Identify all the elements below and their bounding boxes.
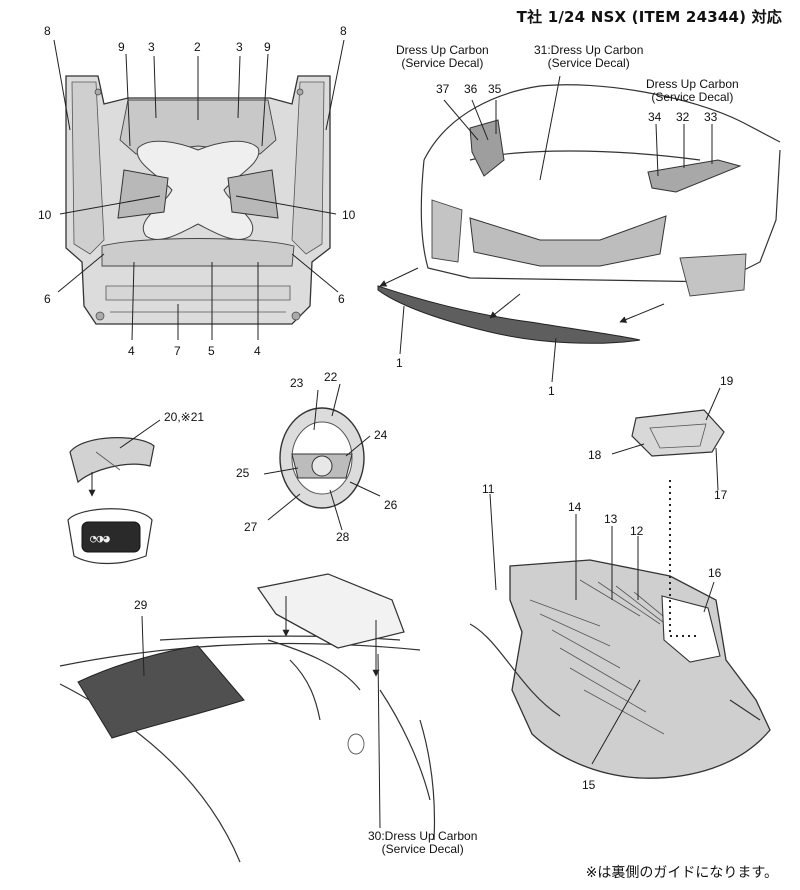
callout-27: 27	[244, 520, 258, 534]
callout-16: 16	[708, 566, 722, 580]
meter-display	[81, 521, 141, 553]
callout-29: 29	[134, 598, 148, 612]
hood-lip	[105, 285, 291, 301]
meter-cover	[69, 437, 155, 484]
note-front-center-line2: (Service Decal)	[547, 56, 630, 70]
diffuser-body	[509, 559, 771, 779]
callout-37: 37	[436, 82, 450, 96]
callout-3-right: 3	[236, 40, 243, 54]
rear-diffuser-diagram	[469, 387, 771, 779]
callout-32: 32	[676, 110, 690, 124]
callout-8-right: 8	[340, 24, 347, 38]
hood-side-left	[71, 81, 105, 255]
note-front-center-line1: 31:Dress Up Carbon	[534, 43, 644, 57]
hood-panel-diagram	[53, 39, 345, 341]
note-front-right-line1: Dress Up Carbon	[646, 77, 739, 91]
callout-9-right: 9	[264, 40, 271, 54]
callout-15: 15	[582, 778, 596, 792]
note-front-right: Dress Up Carbon (Service Decal)	[646, 78, 739, 104]
hood-lower-band	[101, 238, 295, 267]
hood-vent-right	[227, 169, 279, 219]
callout-9-left: 9	[118, 40, 125, 54]
callout-34: 34	[648, 110, 662, 124]
callout-17: 17	[714, 488, 728, 502]
rear-window	[77, 645, 245, 739]
callout-28: 28	[336, 530, 350, 544]
callout-3-left: 3	[148, 40, 155, 54]
callout-24: 24	[374, 428, 388, 442]
meter-gauge-glyph: ◔◑◕	[90, 532, 110, 545]
callout-18: 18	[588, 448, 602, 462]
callout-23: 23	[290, 376, 304, 390]
callout-5: 5	[208, 344, 215, 358]
note-rear-spoiler: 30:Dress Up Carbon (Service Decal)	[368, 830, 477, 856]
front-grille	[469, 215, 667, 267]
meter-hood-diagram: ◔◑◕	[67, 419, 161, 565]
callout-6-right: 6	[338, 292, 345, 306]
note-front-center: 31:Dress Up Carbon (Service Decal)	[534, 44, 643, 70]
callout-2: 2	[194, 40, 201, 54]
tail-piece	[631, 409, 725, 457]
note-rear-spoiler-line1: 30:Dress Up Carbon	[368, 829, 478, 843]
note-front-left-line1: Dress Up Carbon	[396, 43, 489, 57]
callout-11: 11	[482, 482, 495, 496]
callout-7: 7	[174, 344, 181, 358]
hood-vent-left	[117, 169, 169, 219]
front-splitter	[377, 285, 641, 344]
callout-36: 36	[464, 82, 478, 96]
hood-air-inlet	[469, 119, 505, 177]
callout-6-left: 6	[44, 292, 51, 306]
note-rear-spoiler-line2: (Service Decal)	[381, 842, 464, 856]
callout-33: 33	[704, 110, 718, 124]
callout-4-right: 4	[254, 344, 261, 358]
callout-14: 14	[568, 500, 582, 514]
callout-1-left: 1	[396, 356, 403, 370]
steering-wheel-diagram	[263, 383, 381, 531]
note-front-left: Dress Up Carbon (Service Decal)	[396, 44, 489, 70]
callout-13: 13	[604, 512, 618, 526]
rear-car-diagram	[59, 573, 436, 863]
callout-12: 12	[630, 524, 644, 538]
callout-26: 26	[384, 498, 398, 512]
roof-scoop	[647, 159, 742, 193]
callout-20-21: 20,※21	[164, 410, 205, 424]
callout-22: 22	[324, 370, 338, 384]
rear-spoiler	[256, 573, 405, 649]
front-car-diagram	[377, 75, 781, 383]
callout-4-left: 4	[128, 344, 135, 358]
callout-19: 19	[720, 374, 734, 388]
callout-10-left: 10	[38, 208, 52, 222]
callout-10-right: 10	[342, 208, 356, 222]
callout-35: 35	[488, 82, 502, 96]
page-title: T社 1/24 NSX (ITEM 24344) 対応	[516, 8, 782, 26]
front-vent-right	[679, 253, 747, 297]
callout-1-right: 1	[548, 384, 555, 398]
hood-side-right	[291, 81, 325, 255]
callout-8-left: 8	[44, 24, 51, 38]
note-front-right-line2: (Service Decal)	[651, 90, 734, 104]
note-front-left-line2: (Service Decal)	[401, 56, 484, 70]
diffuser-center-vent	[661, 595, 721, 663]
callout-25: 25	[236, 466, 250, 480]
front-vent-left	[431, 199, 463, 263]
footer-note: ※は裏側のガイドになります。	[585, 865, 778, 881]
